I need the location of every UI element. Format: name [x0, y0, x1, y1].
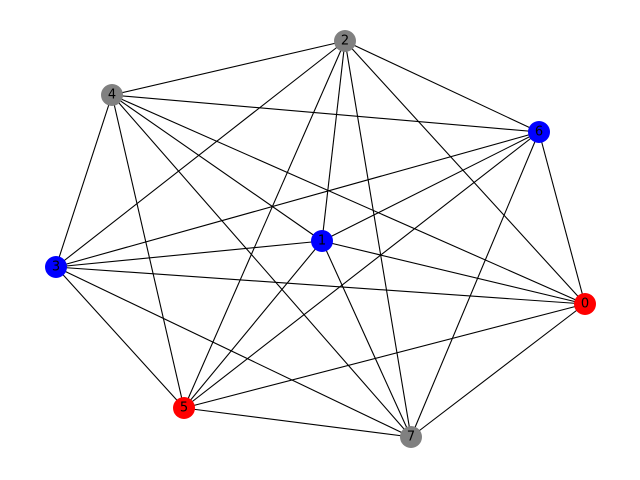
edge-2-3	[55, 40, 346, 268]
node-label-4: 4	[108, 88, 116, 103]
node-7: 7	[400, 426, 422, 448]
edge-0-6	[538, 131, 586, 305]
edge-2-5	[183, 40, 346, 409]
edge-1-5	[183, 240, 323, 409]
node-label-6: 6	[535, 125, 543, 140]
node-circle-4	[101, 84, 123, 106]
edge-layer	[55, 40, 586, 438]
node-circle-1	[311, 230, 333, 252]
node-label-0: 0	[581, 297, 589, 312]
edge-4-7	[111, 94, 412, 438]
edge-6-7	[410, 131, 540, 438]
edge-0-1	[321, 240, 586, 305]
node-2: 2	[334, 30, 356, 52]
node-label-1: 1	[318, 234, 326, 249]
edge-3-7	[55, 266, 412, 438]
node-0: 0	[574, 293, 596, 315]
edge-1-4	[111, 94, 323, 242]
node-5: 5	[173, 397, 195, 419]
edge-0-5	[183, 303, 586, 409]
edge-2-4	[111, 40, 346, 96]
edge-1-2	[321, 40, 346, 242]
node-6: 6	[528, 121, 550, 143]
edge-0-2	[344, 40, 586, 305]
edge-1-3	[55, 240, 323, 268]
node-circle-0	[574, 293, 596, 315]
edge-3-6	[55, 131, 540, 268]
edge-0-4	[111, 94, 586, 305]
node-layer: 0 1 2 3 4 5 6 7	[45, 30, 596, 448]
edge-4-6	[111, 94, 540, 133]
edge-5-7	[183, 407, 412, 438]
node-circle-6	[528, 121, 550, 143]
edge-2-6	[344, 40, 540, 133]
node-label-2: 2	[341, 34, 349, 49]
node-circle-3	[45, 256, 67, 278]
node-circle-7	[400, 426, 422, 448]
node-label-5: 5	[180, 401, 188, 416]
node-label-3: 3	[52, 260, 60, 275]
edge-1-7	[321, 240, 412, 438]
node-label-7: 7	[407, 430, 415, 445]
edge-3-5	[55, 266, 185, 409]
edge-0-3	[55, 266, 586, 305]
edge-0-7	[410, 303, 586, 438]
node-circle-2	[334, 30, 356, 52]
node-4: 4	[101, 84, 123, 106]
edge-3-4	[55, 94, 113, 268]
edge-4-5	[111, 94, 185, 409]
edge-2-7	[344, 40, 412, 438]
node-1: 1	[311, 230, 333, 252]
edge-1-6	[321, 131, 540, 242]
node-circle-5	[173, 397, 195, 419]
node-3: 3	[45, 256, 67, 278]
edge-5-6	[183, 131, 540, 409]
